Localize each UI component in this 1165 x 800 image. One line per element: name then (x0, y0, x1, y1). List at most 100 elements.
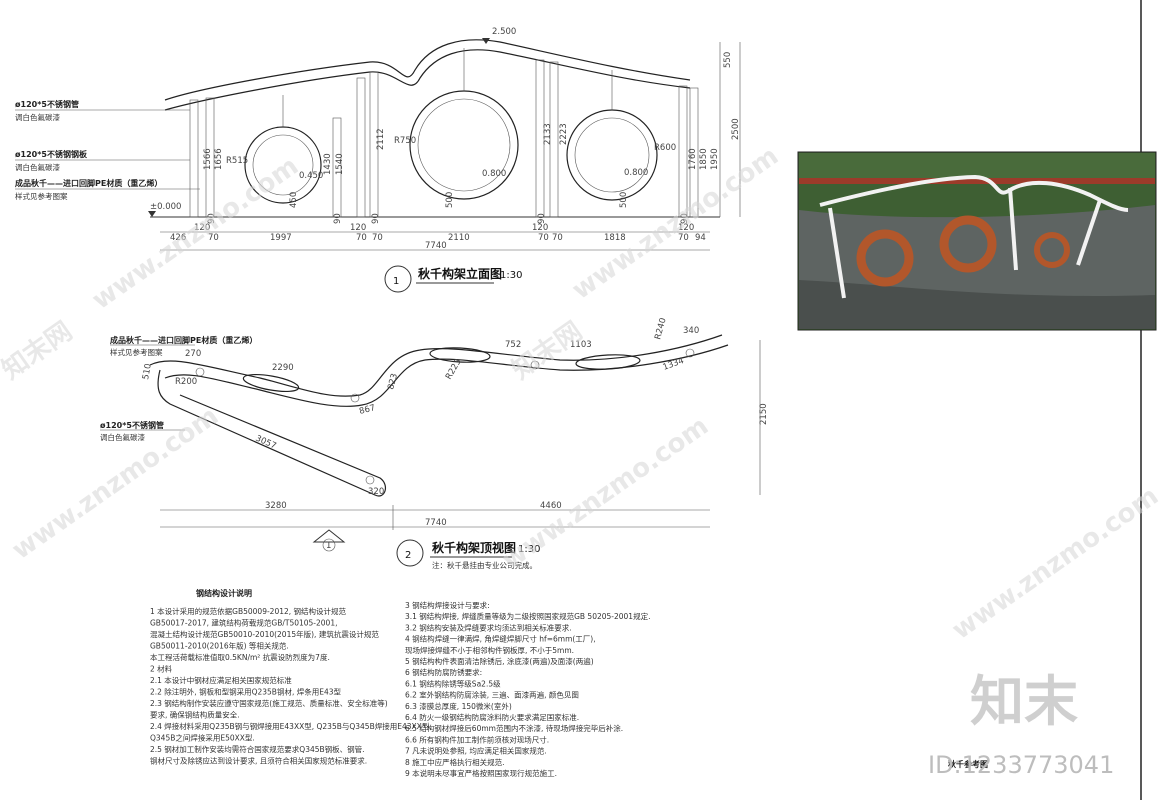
plan-dim-2150: 2150 (759, 403, 769, 425)
top-pipe-inner (164, 49, 691, 111)
note-line: 本工程活荷载标准值取0.5KN/m² 抗震设防烈度为7度. (150, 652, 330, 662)
section-mark-circle (322, 538, 336, 552)
design-notes: 钢结构设计说明 1 本设计采用的规范依据GB50009-2012, 钢结构设计规… (150, 588, 650, 778)
note-line: 6.6 所有钢构件加工制作前须核对现场尺寸. (405, 734, 549, 744)
elevation-scale: 1:30 (500, 270, 522, 281)
note-line: 6.4 防火一级钢结构防腐涂料防火要求满足国家标准. (405, 712, 579, 722)
post-7 (549, 61, 559, 218)
swing-ring-large-inner (417, 98, 511, 192)
hdim-120-4: 120 (678, 223, 694, 233)
vdim-1430: 1430 (323, 153, 333, 175)
view-number-1: 1 (393, 276, 399, 287)
top-pipe-outer (164, 39, 691, 101)
radius-3: R600 (654, 143, 676, 153)
hdim-120-3: 120 (532, 223, 548, 233)
note-line: 2.4 焊接材料采用Q235B钢与钢焊接用E43XX型, Q235B与Q345B… (150, 721, 432, 731)
plan-swing-1 (242, 373, 300, 393)
notes-left-column: 1 本设计采用的规范依据GB50009-2012, 钢结构设计规范 GB5001… (150, 606, 432, 766)
note-line: 3 钢结构焊接设计与要求: (405, 600, 490, 610)
hdim-70-4: 70 (538, 233, 549, 243)
hdim-70-6: 70 (678, 233, 689, 243)
photo-post-1 (828, 207, 846, 299)
note-line: 6.1 钢结构除锈等级Sa2.5级 (405, 678, 501, 688)
vdim-1566: 1566 (203, 148, 213, 170)
hdim-2110: 2110 (448, 233, 470, 243)
vdim-90-5: 90 (680, 213, 690, 224)
post-1 (189, 99, 199, 218)
plan-callout-2-line-2: 调白色氟碳漆 (100, 432, 145, 442)
callout-2-line-2: 调白色氟碳漆 (15, 162, 60, 172)
plan-callout-2-line-1: ø120*5不锈钢管 (100, 420, 164, 430)
plan-dim-340: 340 (683, 326, 699, 336)
plan-dim-823: 823 (386, 373, 400, 391)
note-line: 4 钢结构焊缝一律满焊, 角焊缝焊脚尺寸 hf=6mm(工厂), (405, 634, 596, 644)
vdim-1850: 1850 (699, 148, 709, 170)
plan-hdim-4460: 4460 (540, 501, 562, 511)
photo-paving-front (799, 280, 1155, 329)
seat-level-2: 0.800 (482, 169, 506, 179)
photo-post-2 (1008, 187, 1018, 271)
note-line: 6.2 室外钢结构防腐涂装, 三遍、面漆两遍, 颜色见图 (405, 690, 579, 700)
notes-right-column: 3 钢结构焊接设计与要求:3.1 钢结构焊接, 焊缝质量等级为二级按照国家规范G… (405, 600, 650, 778)
level-mark-ground (148, 211, 156, 217)
plan-swing-3 (575, 354, 641, 370)
post-3 (332, 117, 342, 218)
plan-dim-r200: R200 (175, 377, 197, 387)
plan-callout-1-line-1: 成品秋千——进口回脚PE材质（重乙烯） (110, 335, 257, 345)
plan-title: 秋千构架顶视图 (432, 540, 516, 555)
plan-note: 注：秋千悬挂由专业公司完成。 (432, 560, 537, 570)
hdim-94: 94 (695, 233, 706, 243)
view-number-circle-1 (384, 265, 412, 293)
photo-label: 秋千参考图 (947, 759, 988, 769)
hdim-70-1: 70 (208, 233, 219, 243)
hdim-1997: 1997 (270, 233, 292, 243)
section-mark-text: 1 (326, 541, 331, 551)
hdim-1818: 1818 (604, 233, 626, 243)
vdim-1760: 1760 (688, 148, 698, 170)
vdim-90-4: 90 (537, 213, 547, 224)
post-8 (678, 85, 688, 218)
note-line: 5 钢结构构件表面清洁除锈后, 涂底漆(两遍)及面漆(两遍) (405, 656, 594, 666)
top-level-text: 2.500 (492, 27, 516, 37)
note-line: 3.1 钢结构焊接, 焊缝质量等级为二级按照国家规范GB 50205-2001规… (405, 611, 650, 621)
notes-heading: 钢结构设计说明 (196, 588, 252, 598)
vdim-2223: 2223 (559, 123, 569, 145)
note-line: 2.1 本设计中钢材应满足相关国家规范标准 (150, 675, 292, 685)
note-line: 2.2 除注明外, 钢板和型钢采用Q235B钢材, 焊条用E43型 (150, 687, 341, 697)
plan-hdim-3280: 3280 (265, 501, 287, 511)
photo-frame-pipe (819, 174, 1129, 212)
seat-level-3: 0.800 (624, 168, 648, 178)
vdim-2112: 2112 (376, 128, 386, 150)
reference-photo (797, 151, 1157, 331)
note-line: 6.5 结构钢材焊接后60mm范围内不涂漆, 待现场焊接完毕后补涂. (405, 723, 623, 733)
vdim-2133: 2133 (543, 123, 553, 145)
elevation-view: 2.500 ±0.000 0.450 0.800 0.800 R515 R750… (15, 27, 741, 293)
note-line: 9 本说明未尽事宜严格按照国家现行规范施工. (405, 768, 557, 778)
view-number-circle-2 (396, 539, 424, 567)
note-line: 要求, 确保钢结构质量安全. (150, 710, 240, 720)
photo-fence (799, 178, 1155, 184)
note-line: 2 材料 (150, 664, 173, 674)
note-line: 钢材尺寸及除锈应达到设计要求, 且须符合相关国家规范标准要求. (150, 756, 367, 766)
hdim-426: 426 (170, 233, 186, 243)
post-5 (369, 71, 379, 218)
note-line: GB50011-2010(2016年版) 等相关规范. (150, 641, 289, 651)
hdim-70-2: 70 (356, 233, 367, 243)
posts (189, 59, 699, 218)
hdim-70-5: 70 (552, 233, 563, 243)
photo-swing-ring-3 (1034, 232, 1070, 268)
radius-2: R750 (394, 136, 416, 146)
note-line: 2.5 钢材加工制作安装均需符合国家规范要求Q345B钢板、钢管. (150, 744, 365, 754)
vdim-2500: 2500 (731, 118, 741, 140)
level-mark-top (482, 38, 490, 44)
plan-dim-2290: 2290 (272, 363, 294, 373)
note-line: 6 钢结构防腐防锈要求: (405, 667, 482, 677)
plan-swing-2 (429, 347, 491, 363)
vdim-500-a: 500 (445, 192, 455, 208)
plan-post-1 (195, 367, 205, 377)
callout-1-line-2: 调白色氟碳漆 (15, 112, 60, 122)
plan-pipe-outer (157, 369, 387, 497)
plan-dim-1103: 1103 (570, 340, 592, 350)
vdim-550: 550 (723, 52, 733, 68)
